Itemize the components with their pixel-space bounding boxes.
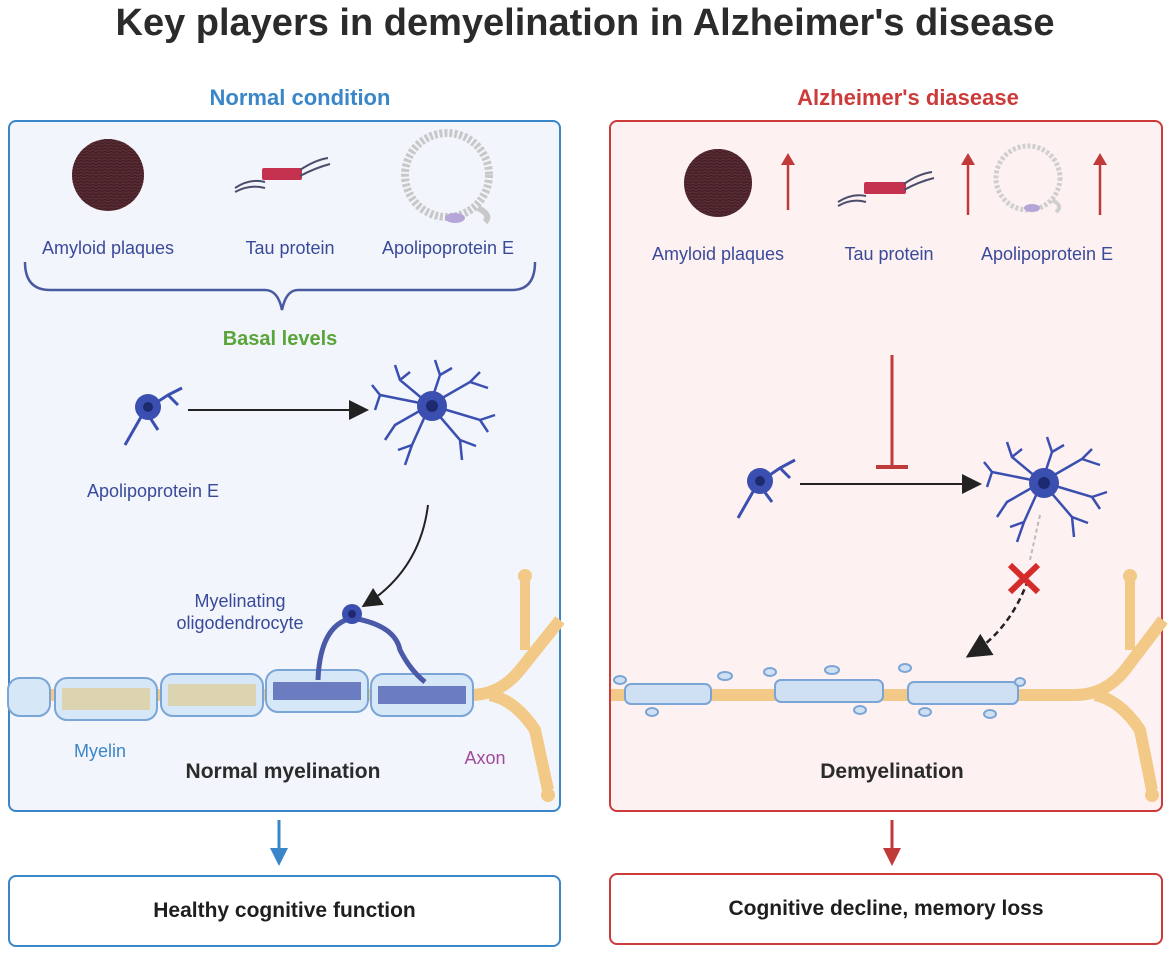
up-arrow-icon	[961, 153, 975, 215]
apolipoprotein-e-icon	[401, 129, 493, 225]
oligodendrocyte-icon	[983, 436, 1108, 543]
myelin-label: Myelin	[73, 741, 126, 761]
tau-protein-icon	[234, 157, 331, 193]
healthy-cognitive-function-box: Healthy cognitive function	[8, 875, 561, 947]
axon-right	[611, 569, 1168, 802]
down-arrow-icon	[883, 820, 901, 866]
fragmented-myelin	[613, 663, 1026, 719]
apolipoprotein-e-icon	[993, 143, 1063, 214]
normal-myelination-label: Normal myelination	[185, 760, 381, 783]
oligodendrocyte-icon	[371, 359, 496, 466]
up-arrow-icon	[1093, 153, 1107, 215]
alzheimers-heading: Alzheimer's diasease	[797, 85, 1019, 110]
myelin-segments	[7, 669, 474, 721]
tau-protein-icon	[837, 171, 935, 207]
blocked-x-icon	[1007, 562, 1041, 595]
opc-cell-icon	[736, 458, 796, 519]
basal-levels-label: Basal levels	[222, 328, 338, 350]
inhibition-icon	[876, 355, 908, 469]
oligo-label-line1: Myelinating	[194, 591, 286, 611]
apolipoprotein-e-label: Apolipoprotein E	[381, 238, 515, 258]
cognitive-decline-box: Cognitive decline, memory loss	[609, 873, 1163, 945]
oligo-label-line2: oligodendrocyte	[176, 613, 304, 633]
down-arrow-icon	[270, 820, 288, 866]
figure-title: Key players in demyelination in Alzheime…	[115, 2, 1055, 44]
amyloid-plaque-icon	[684, 149, 752, 217]
myelinating-oligodendrocyte-icon	[315, 604, 427, 684]
amyloid-plaques-label: Amyloid plaques	[41, 238, 175, 258]
tau-protein-label: Tau protein	[245, 238, 335, 258]
normal-condition-heading: Normal condition	[209, 85, 391, 110]
myelinating-oligodendrocyte-label: Myelinating oligodendrocyte	[140, 590, 340, 634]
demyelination-label: Demyelination	[820, 760, 964, 783]
amyloid-plaque-icon	[72, 139, 144, 211]
bracket	[23, 261, 537, 311]
cell-apolipoprotein-e-label: Apolipoprotein E	[86, 481, 220, 501]
tau-protein-label: Tau protein	[844, 244, 934, 264]
apolipoprotein-e-label: Apolipoprotein E	[980, 244, 1114, 264]
amyloid-plaques-label: Amyloid plaques	[651, 244, 785, 264]
axon-label: Axon	[464, 748, 506, 768]
opc-cell-icon	[123, 386, 183, 446]
up-arrow-icon	[781, 153, 795, 210]
